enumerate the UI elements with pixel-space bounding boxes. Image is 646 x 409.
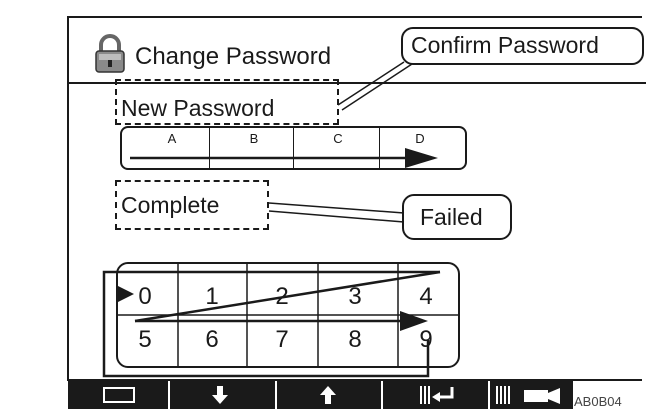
sequence-cell: C: [294, 128, 380, 168]
sequence-cell: B: [210, 128, 294, 168]
softkey-divider: [488, 381, 490, 409]
softkey-divider: [381, 381, 383, 409]
input-sequence-strip: A B C D: [120, 126, 467, 170]
keypad-digit[interactable]: 4: [419, 283, 433, 310]
failed-callout: Failed: [402, 194, 512, 240]
keypad-digit[interactable]: 9: [419, 326, 433, 353]
sequence-label: B: [249, 131, 259, 146]
down-arrow-icon[interactable]: [208, 384, 232, 406]
softkey-divider: [168, 381, 170, 409]
softkey-divider: [275, 381, 277, 409]
figure-label: AB0B04: [574, 394, 622, 409]
complete-label: Complete: [115, 180, 269, 230]
page-title: Change Password: [135, 43, 332, 70]
keypad-digit[interactable]: 1: [205, 283, 219, 310]
keypad-digit[interactable]: 8: [348, 326, 362, 353]
keypad-digit[interactable]: 6: [205, 326, 219, 353]
sequence-cell: D: [380, 128, 465, 168]
confirm-password-callout: Confirm Password: [401, 27, 644, 65]
up-arrow-icon[interactable]: [316, 384, 340, 406]
keypad-digit[interactable]: 2: [275, 283, 289, 310]
keypad-digit[interactable]: 0: [138, 283, 152, 310]
keypad-digit[interactable]: 3: [348, 283, 362, 310]
sequence-cell: A: [122, 128, 210, 168]
lock-icon: [95, 34, 125, 73]
keypad-digit[interactable]: 7: [275, 326, 289, 353]
camera-icon[interactable]: [494, 384, 568, 406]
sequence-label: A: [167, 131, 177, 146]
keypad-digit[interactable]: 5: [138, 326, 152, 353]
sequence-label: C: [333, 131, 343, 146]
softkey-bar: [68, 381, 573, 409]
enter-icon[interactable]: [418, 384, 458, 406]
back-icon[interactable]: [98, 385, 140, 405]
sequence-label: D: [415, 131, 425, 146]
new-password-label: New Password: [115, 79, 339, 125]
